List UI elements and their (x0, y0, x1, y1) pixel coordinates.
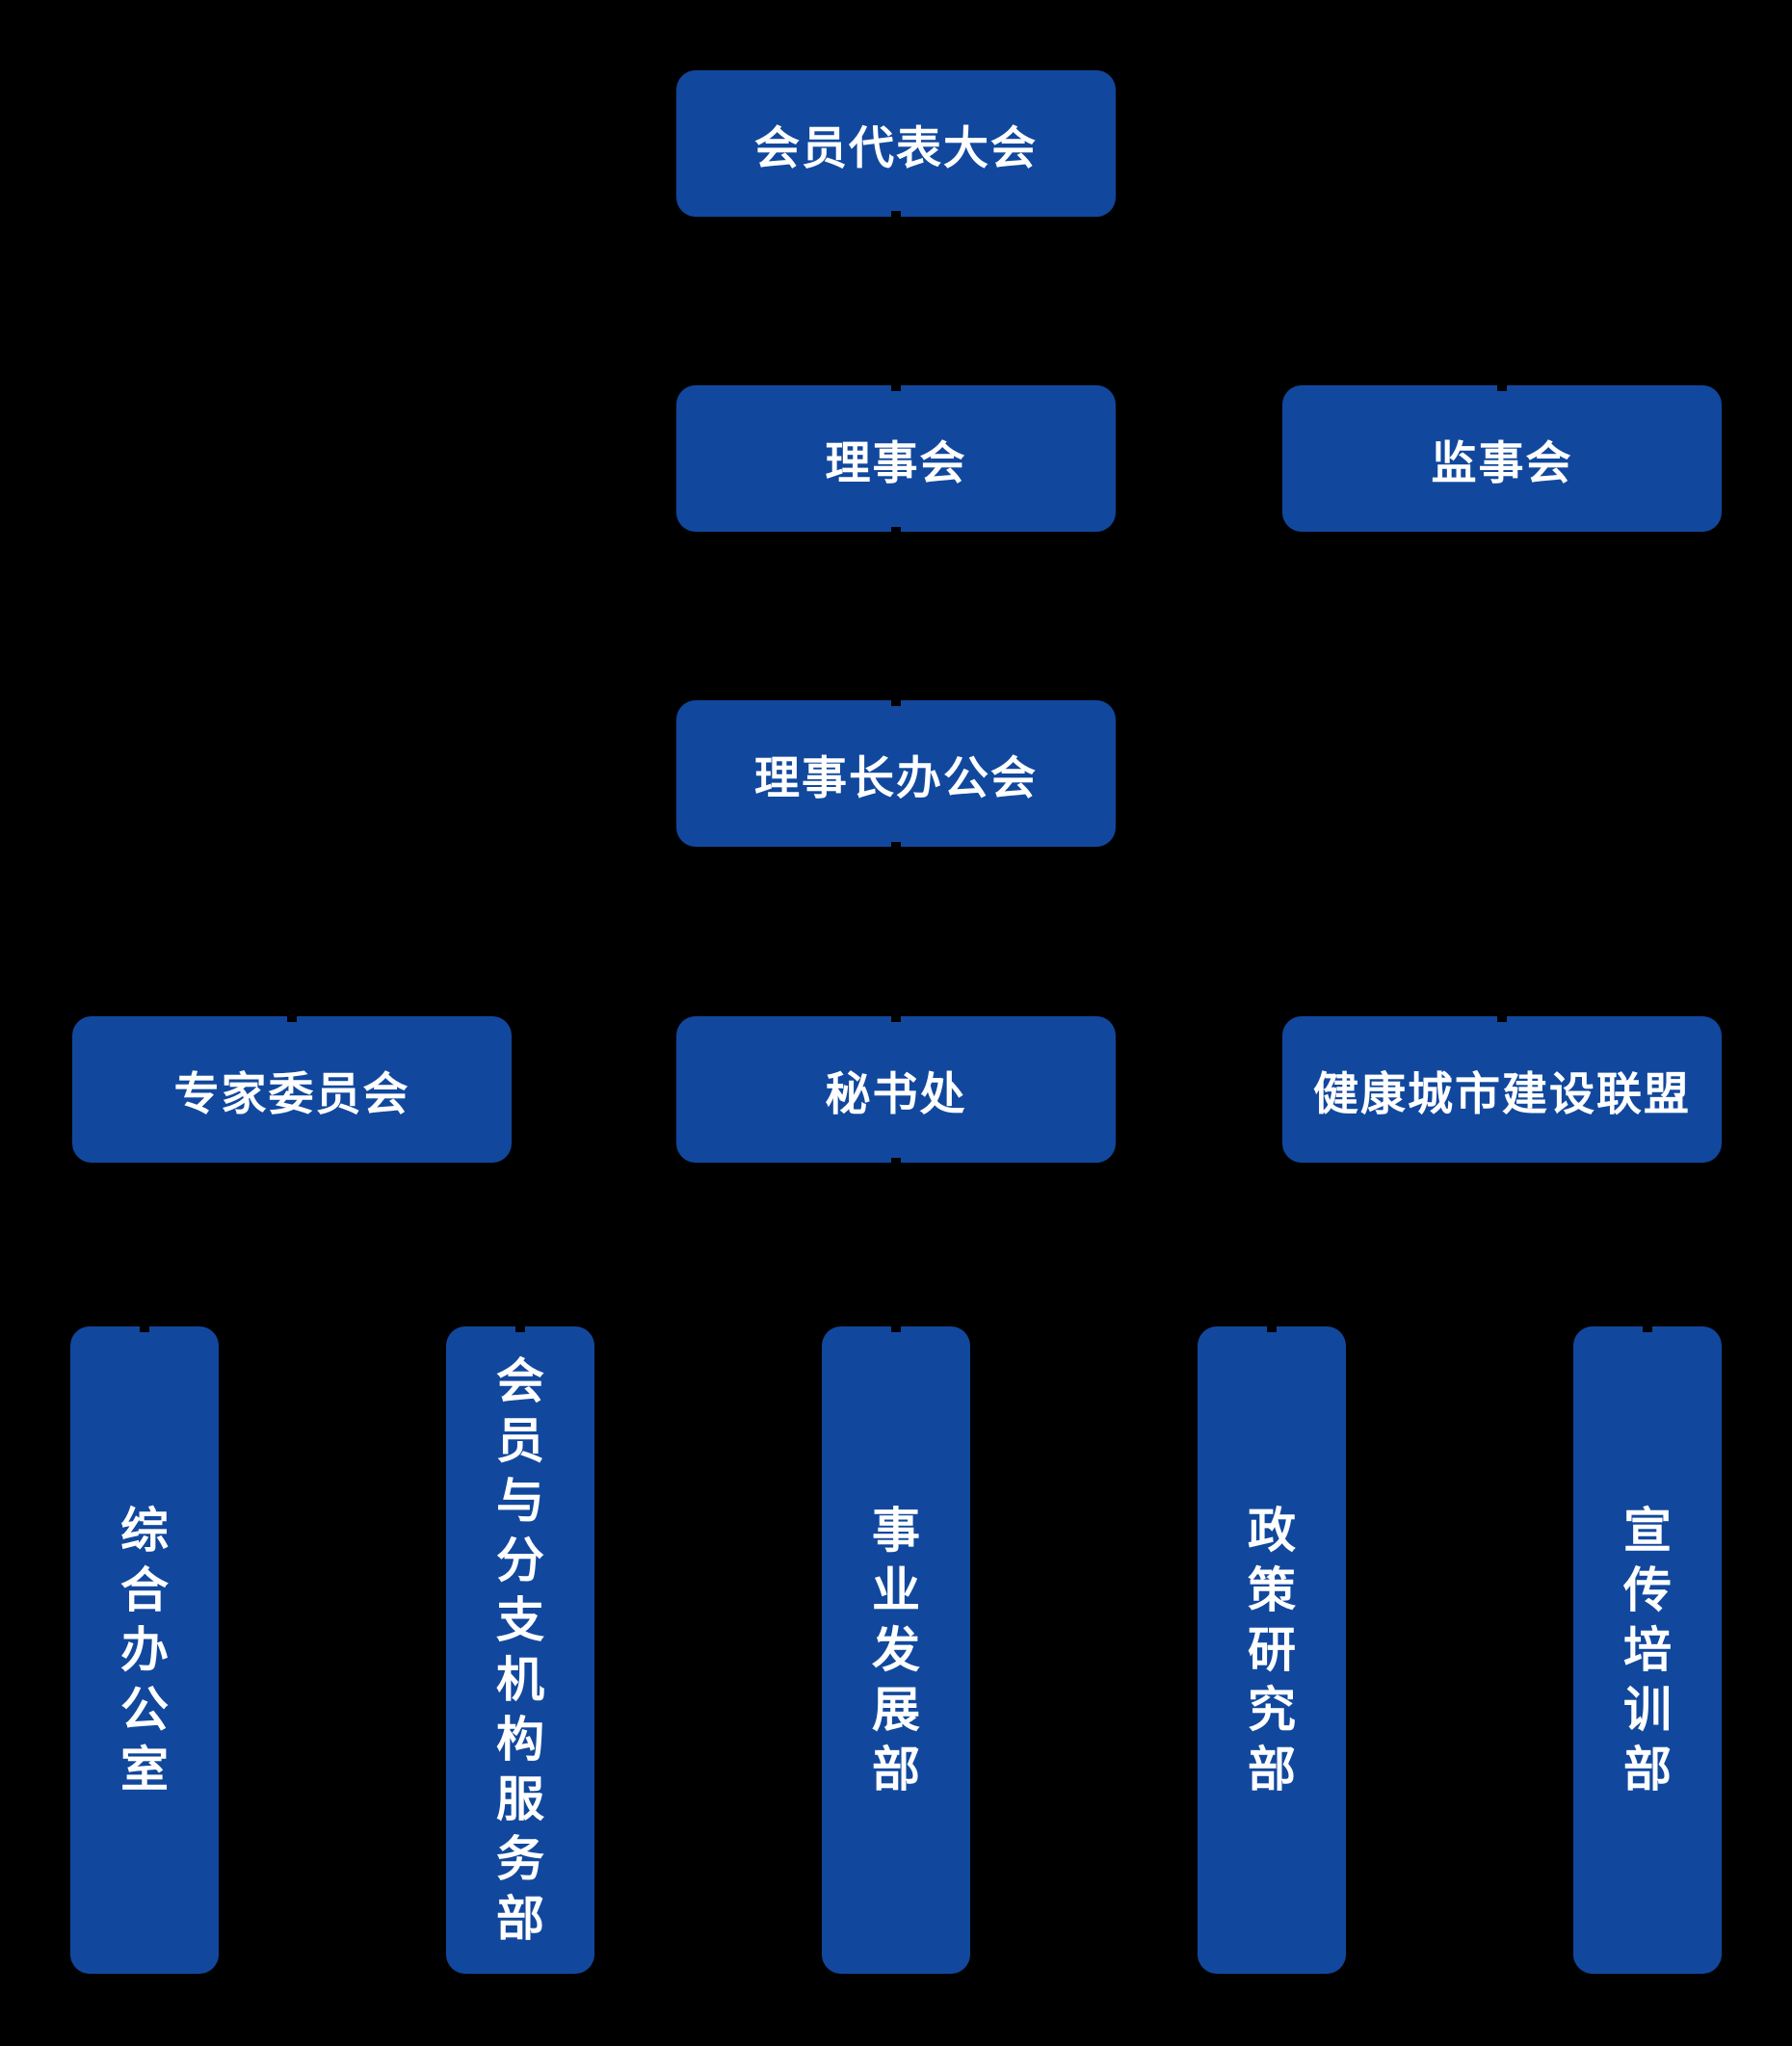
node-general-office: 综合办公室 (70, 1326, 219, 1974)
node-supervisory-board-label: 监事会 (1431, 436, 1573, 490)
node-member-assembly-label: 会员代表大会 (754, 121, 1038, 175)
node-business-development-dept-label: 事业发展部 (872, 1503, 920, 1797)
node-secretariat-label: 秘书处 (825, 1067, 967, 1121)
node-policy-research-dept-label: 政策研究部 (1248, 1503, 1296, 1797)
edge-chairman-children (287, 842, 1507, 1022)
edge-secretariat-children (140, 1158, 1652, 1332)
node-secretariat: 秘书处 (676, 1016, 1116, 1163)
node-supervisory-board: 监事会 (1282, 385, 1722, 532)
edge-assembly-supervisory (896, 296, 1507, 391)
node-healthy-city-alliance: 健康城市建设联盟 (1282, 1016, 1722, 1163)
node-chairman-office-label: 理事长办公会 (754, 751, 1038, 805)
node-expert-committee: 专家委员会 (72, 1016, 512, 1163)
node-council: 理事会 (676, 385, 1116, 532)
node-general-office-label: 综合办公室 (120, 1503, 169, 1797)
node-business-development-dept: 事业发展部 (822, 1326, 970, 1974)
node-council-label: 理事会 (825, 436, 967, 490)
node-chairman-office: 理事长办公会 (676, 700, 1116, 847)
node-publicity-training-dept-label: 宣传培训部 (1623, 1503, 1672, 1797)
node-membership-branch-service-dept-label: 会员与分支机构服务部 (496, 1353, 544, 1947)
node-publicity-training-dept: 宣传培训部 (1573, 1326, 1722, 1974)
node-healthy-city-alliance-label: 健康城市建设联盟 (1313, 1067, 1691, 1121)
node-member-assembly: 会员代表大会 (676, 70, 1116, 217)
node-expert-committee-label: 专家委员会 (173, 1067, 410, 1121)
node-membership-branch-service-dept: 会员与分支机构服务部 (446, 1326, 594, 1974)
node-policy-research-dept: 政策研究部 (1198, 1326, 1346, 1974)
